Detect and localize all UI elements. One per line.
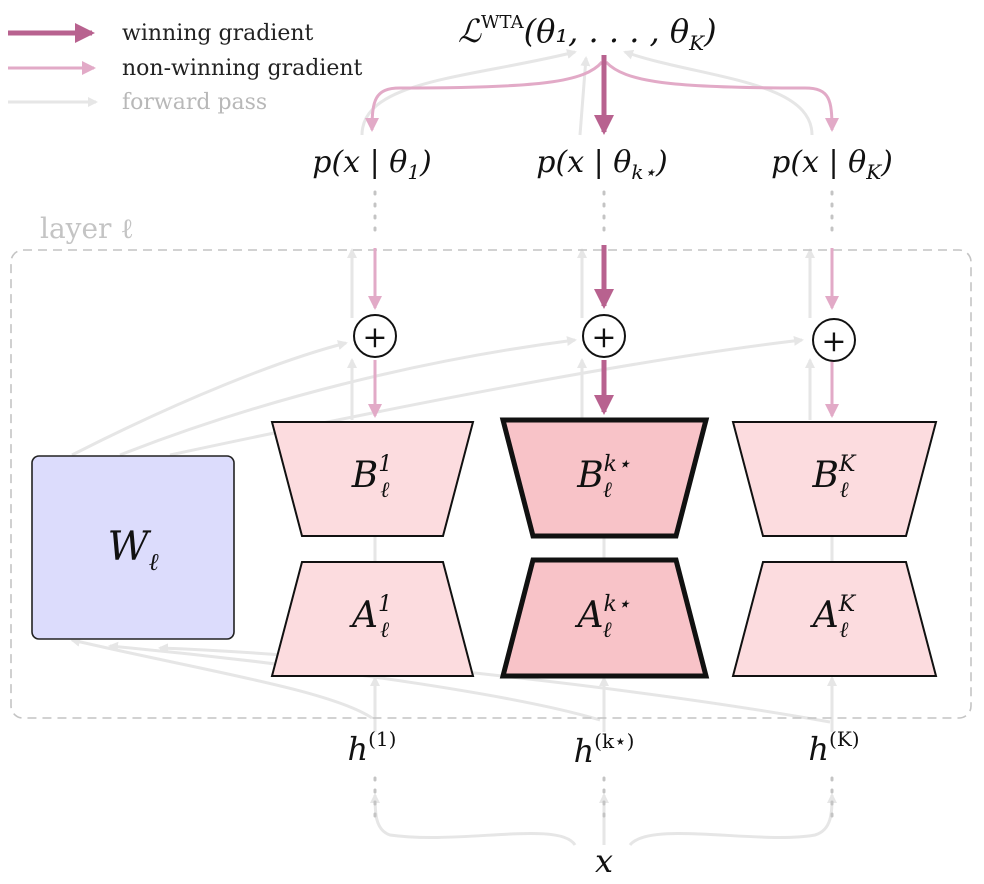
sum-node-1-circle (353, 314, 397, 358)
output-label-1: p(x | θ1) (312, 145, 432, 184)
layer-box (10, 249, 972, 719)
layer-label: layer ℓ (40, 212, 134, 245)
loss-last-sub: K (688, 31, 705, 55)
dotted-connectors (373, 190, 834, 822)
forward-hK-to-W (158, 643, 831, 724)
forward-W-to-sum1 (71, 340, 348, 457)
sum-node-winner-symbol: + (591, 320, 616, 355)
loss-symbol: ℒ (458, 12, 482, 50)
expert-1-B-block (270, 421, 475, 537)
forward-h1-to-W (70, 636, 373, 720)
legend-winning-label: winning gradient (122, 21, 314, 46)
legend: winning gradient non-winning gradient fo… (8, 21, 363, 115)
base-weight: Wℓ (31, 455, 235, 640)
forward-pass-arrows (70, 49, 837, 847)
forward-W-to-sumk (119, 336, 577, 457)
expert-K-A-block (731, 561, 938, 677)
forward-pK-to-loss (623, 49, 814, 136)
forward-pk-to-loss (578, 56, 591, 136)
loss-label: ℒWTA(θ₁, . . . , θK) (458, 12, 717, 55)
forward-p1-to-loss (360, 49, 577, 136)
sum-node-K-symbol: + (821, 324, 846, 359)
loss-args: (θ₁, . . . , θ (524, 12, 690, 50)
loss-close: ) (703, 12, 716, 50)
nonwin-loss-to-p1 (365, 61, 604, 132)
base-weight-box (31, 455, 235, 640)
output-label-winner: p(x | θk⋆) (536, 145, 667, 184)
base-weight-symbol: W (107, 524, 151, 570)
expert-winner: Bk⋆ℓ Ak⋆ℓ (499, 417, 710, 679)
sum-node-K-circle (812, 318, 856, 362)
base-weight-subscript: ℓ (149, 548, 159, 576)
sum-node-1: + (353, 314, 397, 358)
base-weight-label: Wℓ (107, 524, 158, 576)
legend-non-winning-label: non-winning gradient (122, 56, 363, 81)
input-label: x (595, 842, 613, 879)
hidden-label-winner: h(k⋆) (574, 729, 635, 770)
hidden-label-K: h(K) (808, 727, 859, 768)
expert-1-A-block (270, 561, 475, 677)
expert-K-B-block (731, 421, 938, 537)
legend-forward-label: forward pass (122, 90, 267, 115)
sum-node-winner: + (582, 314, 626, 358)
expert-winner-B-block (499, 417, 710, 539)
forward-W-to-sumK (169, 335, 804, 457)
expert-winner-A-label: Ak⋆ℓ (574, 592, 630, 643)
forward-x-to-hK (628, 793, 837, 847)
nonwin-loss-to-pK (604, 60, 839, 132)
expert-winner-A-block (499, 557, 710, 679)
non-winning-gradients (365, 60, 839, 418)
expert-winner-B-label: Bk⋆ℓ (576, 452, 631, 503)
sum-node-K: + (812, 318, 856, 362)
hidden-label-1: h(1) (348, 727, 397, 768)
forward-x-to-h1 (370, 793, 577, 846)
loss-superscript: WTA (481, 12, 525, 33)
sum-node-winner-circle (582, 314, 626, 358)
forward-hk-to-W (108, 641, 601, 722)
sum-node-1-symbol: + (362, 320, 387, 355)
output-label-K: p(x | θK) (771, 145, 893, 184)
